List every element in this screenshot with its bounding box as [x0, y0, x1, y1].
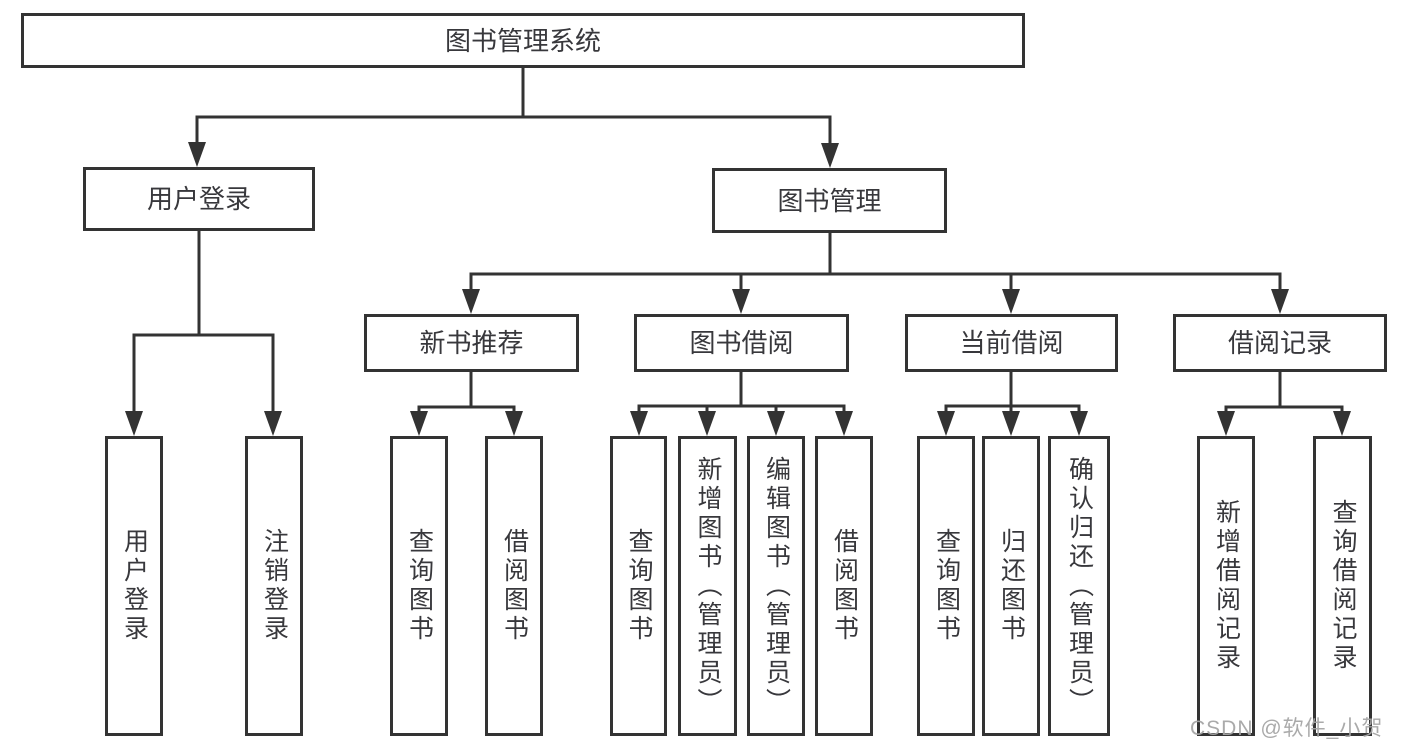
connector-book-borrow-split [637, 404, 846, 418]
leaf-return-books: 归还图书 [982, 436, 1040, 736]
arrowhead-icon [1002, 289, 1020, 314]
leaf-edit-books-admin-label: 编辑图书（管理员） [762, 455, 791, 717]
leaf-query-books-borrow-label: 查询图书 [625, 528, 653, 644]
arrowhead-icon [1333, 411, 1351, 436]
node-book-borrowing: 图书借阅 [634, 314, 849, 372]
node-borrowing-records: 借阅记录 [1173, 314, 1387, 372]
node-new-book-recommend-label: 新书推荐 [419, 328, 524, 358]
arrowhead-icon [835, 411, 853, 436]
arrowhead-icon [1271, 289, 1289, 314]
leaf-logout: 注销登录 [245, 436, 303, 736]
leaf-query-books-borrow: 查询图书 [610, 436, 667, 736]
leaf-add-borrow-record: 新增借阅记录 [1197, 436, 1255, 736]
node-user-login-label: 用户登录 [146, 184, 251, 214]
leaf-borrow-books-recommend-label: 借阅图书 [500, 528, 529, 644]
node-user-login: 用户登录 [83, 167, 315, 231]
leaf-confirm-return-admin: 确认归还（管理员） [1048, 436, 1110, 736]
node-borrowing-records-label: 借阅记录 [1227, 328, 1332, 358]
arrowhead-icon [410, 411, 428, 436]
arrowhead-icon [505, 411, 523, 436]
leaf-query-books-current: 查询图书 [917, 436, 975, 736]
leaf-borrow-books: 借阅图书 [815, 436, 873, 736]
arrowhead-icon [698, 411, 716, 436]
leaf-add-books-admin: 新增图书（管理员） [678, 436, 737, 736]
leaf-add-borrow-record-label: 新增借阅记录 [1212, 499, 1241, 673]
leaf-return-books-label: 归还图书 [997, 528, 1026, 644]
arrowhead-icon [1217, 411, 1235, 436]
node-root-label: 图书管理系统 [444, 25, 601, 56]
arrowhead-icon [937, 411, 955, 436]
arrowhead-icon [1070, 411, 1088, 436]
leaf-add-books-admin-label: 新增图书（管理员） [694, 455, 722, 717]
connector-new-book-split [417, 405, 516, 418]
connector-user-login-split [132, 333, 275, 418]
connector-root-split [195, 115, 832, 150]
node-current-borrowing-label: 当前借阅 [959, 328, 1064, 358]
arrowhead-icon [630, 411, 648, 436]
arrowhead-icon [188, 142, 206, 167]
leaf-confirm-return-admin-label: 确认归还（管理员） [1065, 455, 1094, 717]
arrowhead-icon [1002, 411, 1020, 436]
leaf-query-borrow-record: 查询借阅记录 [1313, 436, 1372, 736]
leaf-query-books-recommend: 查询图书 [390, 436, 448, 736]
node-book-borrowing-label: 图书借阅 [689, 328, 794, 358]
leaf-user-login: 用户登录 [105, 436, 163, 736]
node-new-book-recommend: 新书推荐 [364, 314, 579, 372]
leaf-query-books-current-label: 查询图书 [932, 528, 961, 644]
arrowhead-icon [125, 411, 143, 436]
arrowhead-icon [821, 143, 839, 168]
arrowhead-icon [264, 411, 282, 436]
node-book-management-label: 图书管理 [777, 185, 882, 216]
leaf-borrow-books-recommend: 借阅图书 [485, 436, 543, 736]
node-current-borrowing: 当前借阅 [905, 314, 1118, 372]
arrowhead-icon [732, 289, 750, 314]
leaf-query-books-recommend-label: 查询图书 [405, 528, 434, 644]
node-book-management: 图书管理 [712, 168, 947, 233]
arrowhead-icon [767, 411, 785, 436]
leaf-edit-books-admin: 编辑图书（管理员） [747, 436, 805, 736]
node-root: 图书管理系统 [21, 13, 1025, 68]
leaf-borrow-books-label: 借阅图书 [830, 528, 859, 644]
csdn-watermark: CSDN @软件_小贺同学 [1190, 717, 1384, 740]
connector-book-mgmt-split [469, 272, 1282, 296]
arrowhead-icon [462, 289, 480, 314]
leaf-user-login-label: 用户登录 [120, 528, 149, 644]
leaf-query-borrow-record-label: 查询借阅记录 [1329, 499, 1357, 673]
leaf-logout-label: 注销登录 [260, 528, 289, 644]
connector-records-split [1224, 405, 1344, 418]
